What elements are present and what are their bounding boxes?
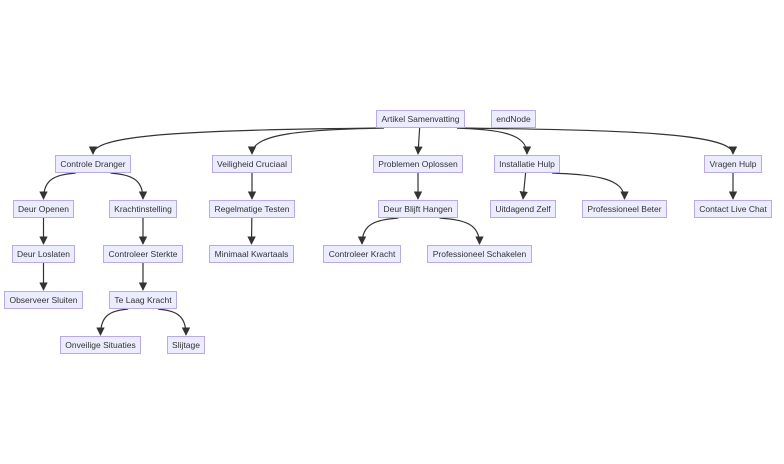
edge-root-to-ih [456, 127, 532, 155]
node-cd: Controle Dranger [55, 155, 131, 173]
node-mk: Minimaal Kwartaals [209, 245, 294, 263]
node-do: Deur Openen [13, 200, 74, 218]
edge-tlk-to-sl [157, 308, 191, 336]
edge-tlk-to-ous [96, 308, 129, 336]
edge-root-to-po [414, 127, 423, 155]
edge-root-to-cd [88, 127, 385, 155]
edge-dbh-to-ps [439, 217, 484, 245]
node-sl: Slijtage [167, 336, 205, 354]
node-ki: Krachtinstelling [109, 200, 177, 218]
edge-root-to-vc [247, 127, 385, 155]
node-tlk: Te Laag Kracht [109, 291, 177, 309]
node-cs: Controleer Sterkte [103, 245, 183, 263]
edge-cd-to-do [39, 172, 76, 200]
edge-cd-to-ki [110, 172, 148, 200]
node-root: Artikel Samenvatting [376, 110, 465, 128]
node-ps: Professioneel Schakelen [427, 245, 532, 263]
node-dbh: Deur Blijft Hangen [378, 200, 458, 218]
edge-root-to-vh [456, 127, 738, 155]
edge-ih-to-uz [519, 172, 528, 200]
edge-dbh-to-ck [357, 217, 399, 245]
node-ih: Installatie Hulp [494, 155, 560, 173]
node-ck: Controleer Kracht [323, 245, 401, 263]
node-clc: Contact Live Chat [694, 200, 772, 218]
node-os: Observeer Sluiten [4, 291, 83, 309]
node-vh: Vragen Hulp [704, 155, 762, 173]
node-vc: Veiligheid Cruciaal [212, 155, 292, 173]
edge-ih-to-pb [551, 172, 629, 200]
node-dl: Deur Loslaten [12, 245, 75, 263]
node-endNode: endNode [491, 110, 536, 128]
node-uz: Uitdagend Zelf [490, 200, 556, 218]
node-po: Problemen Oplossen [373, 155, 463, 173]
node-rt: Regelmatige Testen [209, 200, 295, 218]
node-ous: Onveilige Situaties [60, 336, 141, 354]
node-pb: Professioneel Beter [582, 200, 667, 218]
